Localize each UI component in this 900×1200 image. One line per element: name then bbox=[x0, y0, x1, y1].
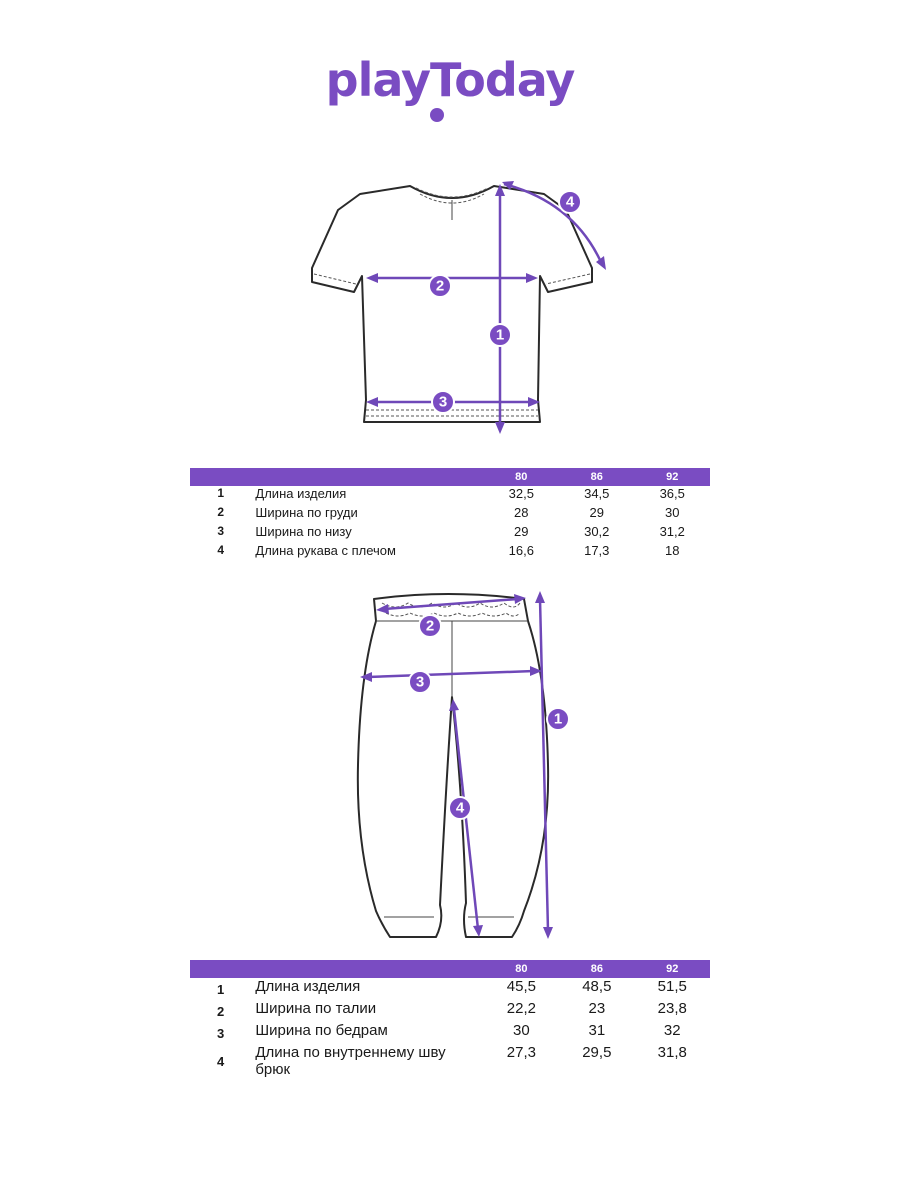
row-number: 2 bbox=[217, 1003, 225, 1019]
row-value: 48,5 bbox=[582, 978, 612, 995]
logo-dot bbox=[430, 108, 444, 122]
badge-pants-3: 3 bbox=[408, 670, 432, 694]
svg-text:3: 3 bbox=[416, 674, 424, 691]
row-value: 51,5 bbox=[657, 978, 687, 995]
row-label: Ширина по низу bbox=[255, 524, 352, 539]
badge-tshirt-4: 4 bbox=[558, 190, 582, 214]
size-header: 86 bbox=[559, 960, 635, 978]
row-value: 23,8 bbox=[657, 1000, 687, 1017]
badge-tshirt-2: 2 bbox=[428, 274, 452, 298]
table-row: 3 Ширина по бедрам 30 31 32 bbox=[190, 1022, 710, 1044]
size-header: 80 bbox=[483, 960, 560, 978]
row-number: 3 bbox=[217, 1025, 225, 1041]
row-label: Длина изделия bbox=[255, 486, 347, 501]
brand-logo: playToday bbox=[0, 52, 900, 108]
row-value: 30 bbox=[513, 1022, 530, 1039]
row-number: 3 bbox=[217, 524, 225, 538]
svg-text:1: 1 bbox=[554, 711, 562, 728]
row-value: 32 bbox=[663, 1022, 681, 1039]
row-value: 16,6 bbox=[508, 543, 534, 558]
badge-pants-2: 2 bbox=[418, 614, 442, 638]
size-header: 92 bbox=[634, 960, 710, 978]
row-value: 34,5 bbox=[584, 486, 610, 501]
svg-text:4: 4 bbox=[566, 194, 575, 211]
row-value: 45,5 bbox=[506, 978, 536, 995]
pants-size-header: 80 86 92 bbox=[190, 960, 710, 978]
row-value: 27,3 bbox=[506, 1044, 536, 1061]
measure-line-4 bbox=[452, 708, 480, 930]
row-label: Ширина по груди bbox=[255, 505, 358, 520]
row-value: 29 bbox=[514, 524, 529, 539]
tshirt-size-header: 80 86 92 bbox=[190, 468, 710, 486]
row-value: 23 bbox=[588, 1000, 606, 1017]
tshirt-outline bbox=[311, 185, 593, 423]
row-number: 1 bbox=[217, 486, 225, 500]
measure-line-1 bbox=[538, 598, 550, 932]
row-value: 29 bbox=[589, 505, 604, 520]
row-value: 31,8 bbox=[657, 1044, 687, 1061]
table-row: 2 Ширина по талии 22,2 23 23,8 bbox=[190, 1000, 710, 1022]
brand-name: playToday bbox=[325, 53, 576, 107]
badge-tshirt-1: 1 bbox=[488, 323, 512, 347]
tshirt-diagram: 1 2 3 4 bbox=[311, 181, 606, 434]
row-label: Ширина по талии bbox=[255, 1000, 377, 1017]
size-header: 92 bbox=[634, 468, 710, 486]
row-label: Длина по внутреннему шву брюк bbox=[255, 1044, 446, 1078]
row-value: 18 bbox=[665, 543, 680, 558]
badge-pants-4: 4 bbox=[448, 796, 472, 820]
pants-outline bbox=[356, 593, 550, 938]
row-value: 22,2 bbox=[506, 1000, 536, 1017]
table-row: 4 Длина рукава с плечом 16,6 17,3 18 bbox=[190, 543, 710, 562]
table-row: 2 Ширина по груди 28 29 30 bbox=[190, 505, 710, 524]
row-value: 29,5 bbox=[582, 1044, 612, 1061]
row-number: 4 bbox=[217, 1053, 225, 1069]
table-row: 3 Ширина по низу 29 30,2 31,2 bbox=[190, 524, 710, 543]
row-value: 31,2 bbox=[659, 524, 685, 539]
pants-diagram: 1 2 3 4 bbox=[356, 591, 570, 939]
table-row: 4 Длина по внутреннему шву брюк 27,3 29,… bbox=[190, 1044, 710, 1078]
row-number: 2 bbox=[217, 505, 225, 519]
measure-line-2 bbox=[383, 597, 519, 611]
table-row: 1 Длина изделия 45,5 48,5 51,5 bbox=[190, 978, 710, 1000]
row-number: 1 bbox=[217, 981, 225, 997]
svg-text:4: 4 bbox=[456, 800, 465, 817]
measure-line-3 bbox=[367, 669, 535, 679]
size-header: 80 bbox=[483, 468, 560, 486]
row-label: Ширина по бедрам bbox=[255, 1022, 388, 1039]
svg-text:2: 2 bbox=[436, 278, 444, 295]
tshirt-size-table: 80 86 92 1 Длина изделия 32,5 34,5 36,5 … bbox=[190, 468, 710, 562]
measure-line-4 bbox=[503, 182, 602, 261]
svg-text:1: 1 bbox=[496, 327, 504, 344]
svg-text:2: 2 bbox=[426, 618, 434, 635]
row-value: 31 bbox=[588, 1022, 606, 1039]
row-number: 4 bbox=[217, 543, 225, 557]
size-header: 86 bbox=[559, 468, 635, 486]
row-value: 30,2 bbox=[584, 524, 610, 539]
svg-text:3: 3 bbox=[439, 394, 447, 411]
row-value: 36,5 bbox=[659, 486, 685, 501]
pants-size-table: 80 86 92 1 Длина изделия 45,5 48,5 51,5 … bbox=[190, 960, 710, 1078]
row-value: 30 bbox=[665, 505, 680, 520]
row-label: Длина изделия bbox=[255, 978, 361, 995]
row-value: 17,3 bbox=[584, 543, 610, 558]
badge-tshirt-3: 3 bbox=[431, 390, 455, 414]
badge-pants-1: 1 bbox=[546, 707, 570, 731]
row-value: 28 bbox=[514, 505, 529, 520]
table-row: 1 Длина изделия 32,5 34,5 36,5 bbox=[190, 486, 710, 505]
row-value: 32,5 bbox=[508, 486, 534, 501]
row-label: Длина рукава с плечом bbox=[255, 543, 396, 558]
